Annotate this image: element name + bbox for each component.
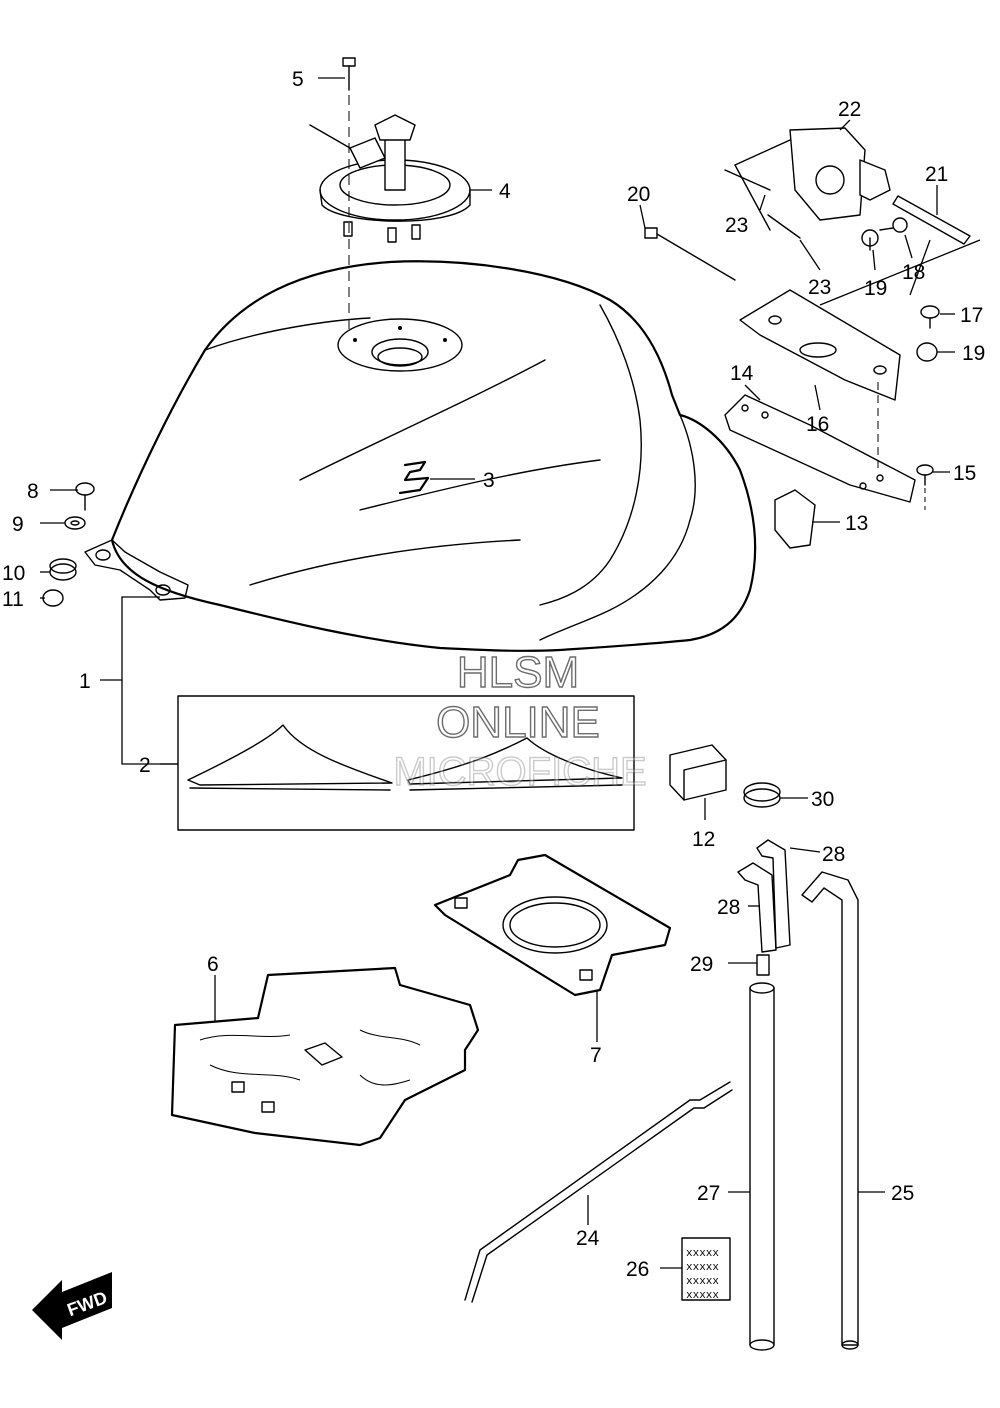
watermark-line-1: HLSM [457,648,579,697]
callout-11: 11 [2,588,24,611]
bolt-8 [75,482,95,511]
watermark-line-3: MICROFICHE [393,750,646,794]
grommet-10 [49,558,77,581]
emblem-box [177,695,635,831]
bolt-15 [916,464,934,486]
hose-28-long [756,839,791,949]
bolt-5 [342,57,356,91]
bracket-14 [724,394,916,503]
collar-11 [42,589,64,607]
callout-19b: 19 [962,342,985,365]
screw-18 [879,217,908,233]
svg-text:xxxxx: xxxxx [686,1262,719,1274]
callout-18: 18 [902,261,925,284]
callout-23b: 23 [808,276,831,299]
bolt-20 [644,227,736,281]
svg-text:xxxxx: xxxxx [686,1276,719,1288]
washer-9 [64,516,86,530]
callout-6: 6 [207,953,219,976]
callout-15: 15 [953,462,976,485]
callout-1: 1 [79,670,91,693]
screw-17 [920,305,940,329]
callout-8: 8 [27,480,39,503]
callout-20: 20 [627,183,650,206]
callout-10: 10 [2,562,25,585]
callout-29: 29 [690,953,713,976]
nut-19-upper [861,229,879,251]
callout-21: 21 [925,163,948,186]
watermark: HLSM ONLINE MICROFICHE [393,647,648,794]
callout-24: 24 [576,1227,600,1250]
callout-19a: 19 [864,277,887,300]
fuel-tank [84,260,757,652]
callout-12: 12 [692,828,715,851]
callout-25: 25 [891,1182,914,1205]
rod-24 [464,1081,733,1303]
hose-25 [801,871,859,1350]
svg-text:xxxxx: xxxxx [686,1248,719,1260]
callout-2: 2 [139,754,151,777]
callout-9: 9 [12,513,24,536]
callout-13: 13 [845,512,868,535]
callout-27: 27 [697,1182,720,1205]
callout-30: 30 [811,788,834,811]
callout-23a: 23 [725,214,748,237]
hose-28-short [737,862,777,953]
forward-arrow-icon: FWD [32,1272,112,1340]
callout-4: 4 [499,180,511,203]
rubber-12 [669,744,727,801]
hinge-pin-21 [892,195,971,245]
callout-28b: 28 [717,896,740,919]
callout-5: 5 [292,68,304,91]
bracket-16 [739,289,901,401]
callout-14: 14 [730,362,754,385]
filler-cap [309,114,471,243]
callout-3: 3 [483,469,495,492]
callout-7: 7 [590,1044,602,1067]
joint-29 [756,954,770,976]
callout-26: 26 [626,1258,649,1281]
watermark-line-2: ONLINE [436,698,600,747]
hinge-bracket-22 [734,127,891,231]
hose-27 [749,982,775,1351]
cushion-6 [170,966,480,1147]
collar-30 [743,782,781,808]
callout-16: 16 [806,413,829,436]
pin-23 [724,169,801,239]
gasket-7 [433,853,672,997]
callout-28a: 28 [822,843,845,866]
pad-26: xxxxx xxxxx xxxxx xxxxx [681,1237,731,1302]
callout-22: 22 [838,98,861,121]
cushion-13 [774,489,816,549]
emblem-2 [187,724,623,791]
svg-text:xxxxx: xxxxx [686,1290,719,1302]
nut-19-lower [916,342,938,362]
callout-numbers: 1 2 3 4 5 6 7 8 9 10 11 12 13 14 15 16 1… [2,68,985,1281]
callout-17: 17 [960,304,983,327]
leader-lines [40,77,955,1269]
